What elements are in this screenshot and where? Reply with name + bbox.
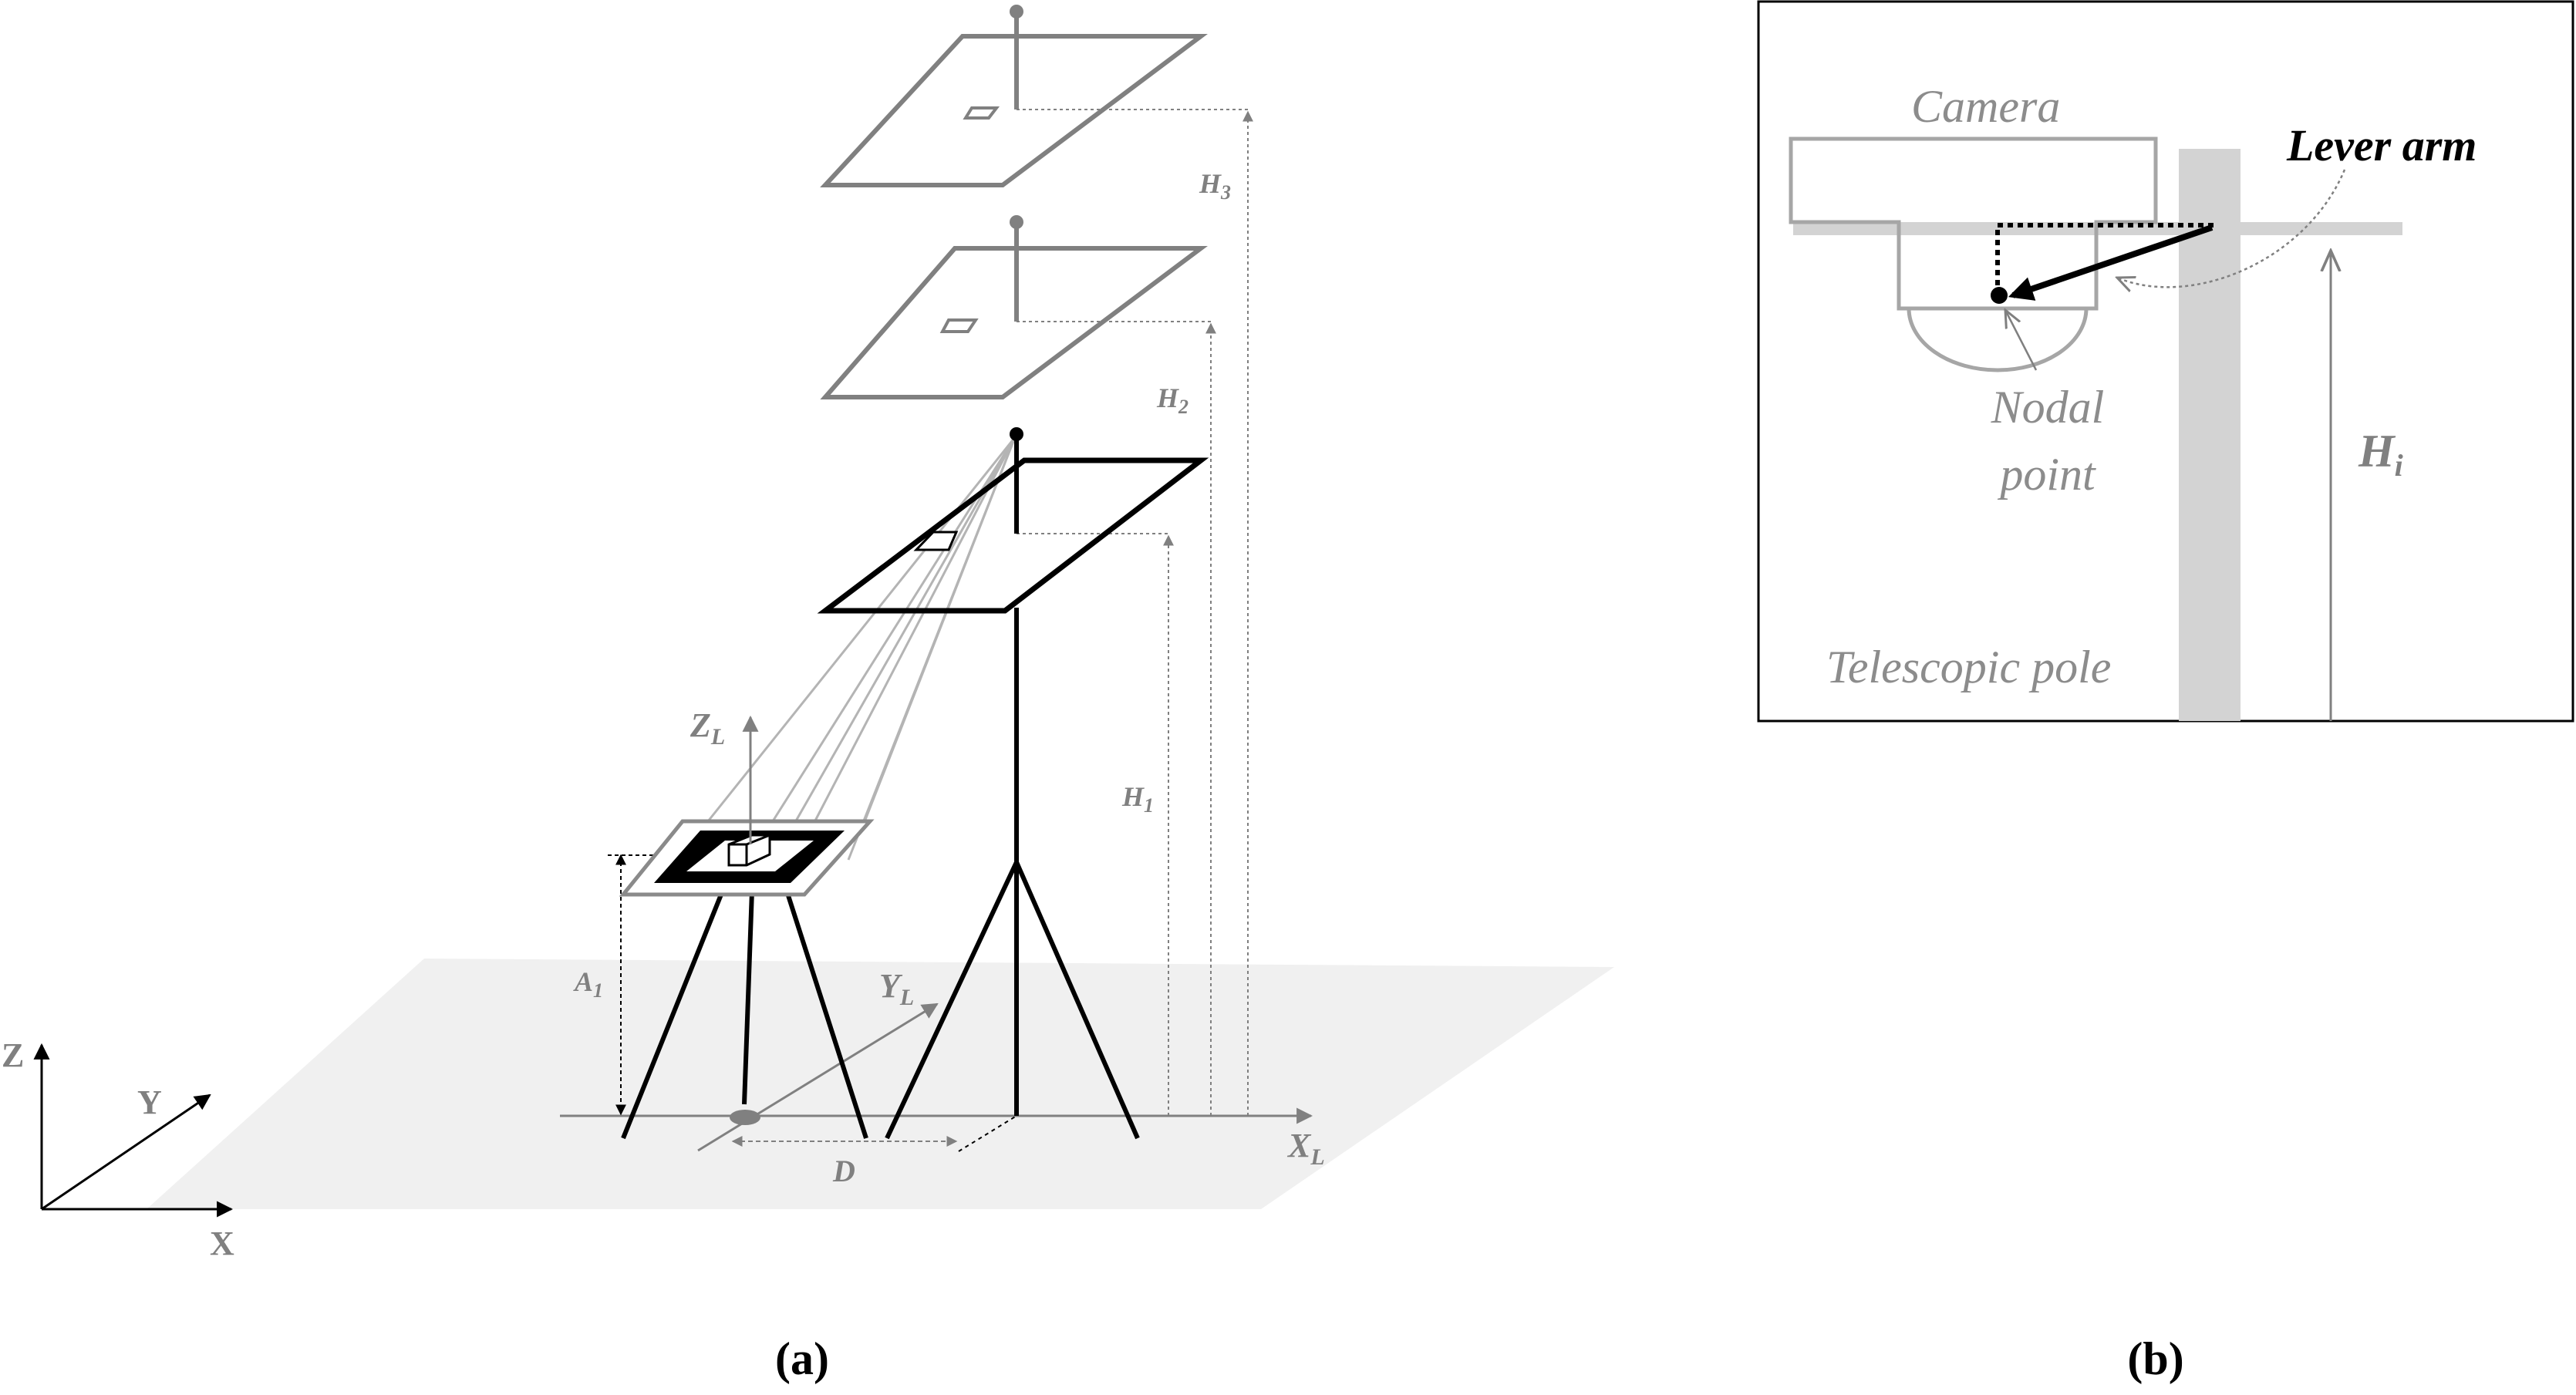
lever-arm-pointer [2117, 169, 2346, 287]
world-axes [33, 1043, 234, 1218]
image-plane-3 [820, 5, 1208, 187]
lever-arm-label: Lever arm [2286, 120, 2477, 170]
panel-b: Camera Lever arm Nodal point Hi Telescop… [1757, 0, 2574, 1384]
telescopic-pole-label: Telescopic pole [1826, 642, 2111, 692]
panel-a-caption: (a) [775, 1333, 829, 1384]
lens-dome [1907, 308, 2089, 372]
yl-axis-line [697, 1002, 939, 1152]
yl-dashed-line [958, 1115, 1017, 1152]
camera-body [1789, 136, 2158, 311]
d-label: D [832, 1154, 855, 1188]
nodal-pointer [2005, 310, 2038, 371]
mast-tripod [885, 608, 1140, 1140]
lever-arm-components [1995, 223, 2214, 293]
local-y-label: YL [879, 967, 914, 1010]
telescopic-pole [2179, 149, 2241, 721]
target-board [619, 819, 875, 897]
lever-arm-arrow [2008, 224, 2214, 301]
nodal-point-label-line2: point [1997, 449, 2096, 500]
h3-label: H3 [1199, 168, 1231, 204]
panel-b-frame [1757, 0, 2574, 723]
local-z-label: ZL [690, 706, 725, 750]
h2-label: H2 [1156, 382, 1189, 418]
world-y-label: Y [137, 1083, 162, 1121]
h1-label: H1 [1121, 781, 1154, 817]
panel-b-caption: (b) [2127, 1333, 2183, 1384]
world-z-label: Z [2, 1036, 24, 1074]
image-plane-1 [817, 427, 1209, 614]
ground-origin-mark [730, 1110, 760, 1125]
world-x-label: X [210, 1225, 234, 1262]
local-x-label: XL [1286, 1127, 1325, 1170]
camera-label: Camera [1911, 81, 2060, 132]
image-plane-2 [820, 215, 1208, 399]
hi-label: Hi [2358, 426, 2403, 483]
camera-view-rays [706, 436, 1017, 861]
nodal-point-dot [1991, 287, 2008, 304]
a1-label: A1 [573, 966, 603, 1002]
nodal-point-label-line1: Nodal [1991, 382, 2105, 433]
panel-a: Z Y X ZL YL XL H3 H2 H1 A1 D (a) [2, 5, 1614, 1384]
target-tripod [621, 889, 868, 1140]
